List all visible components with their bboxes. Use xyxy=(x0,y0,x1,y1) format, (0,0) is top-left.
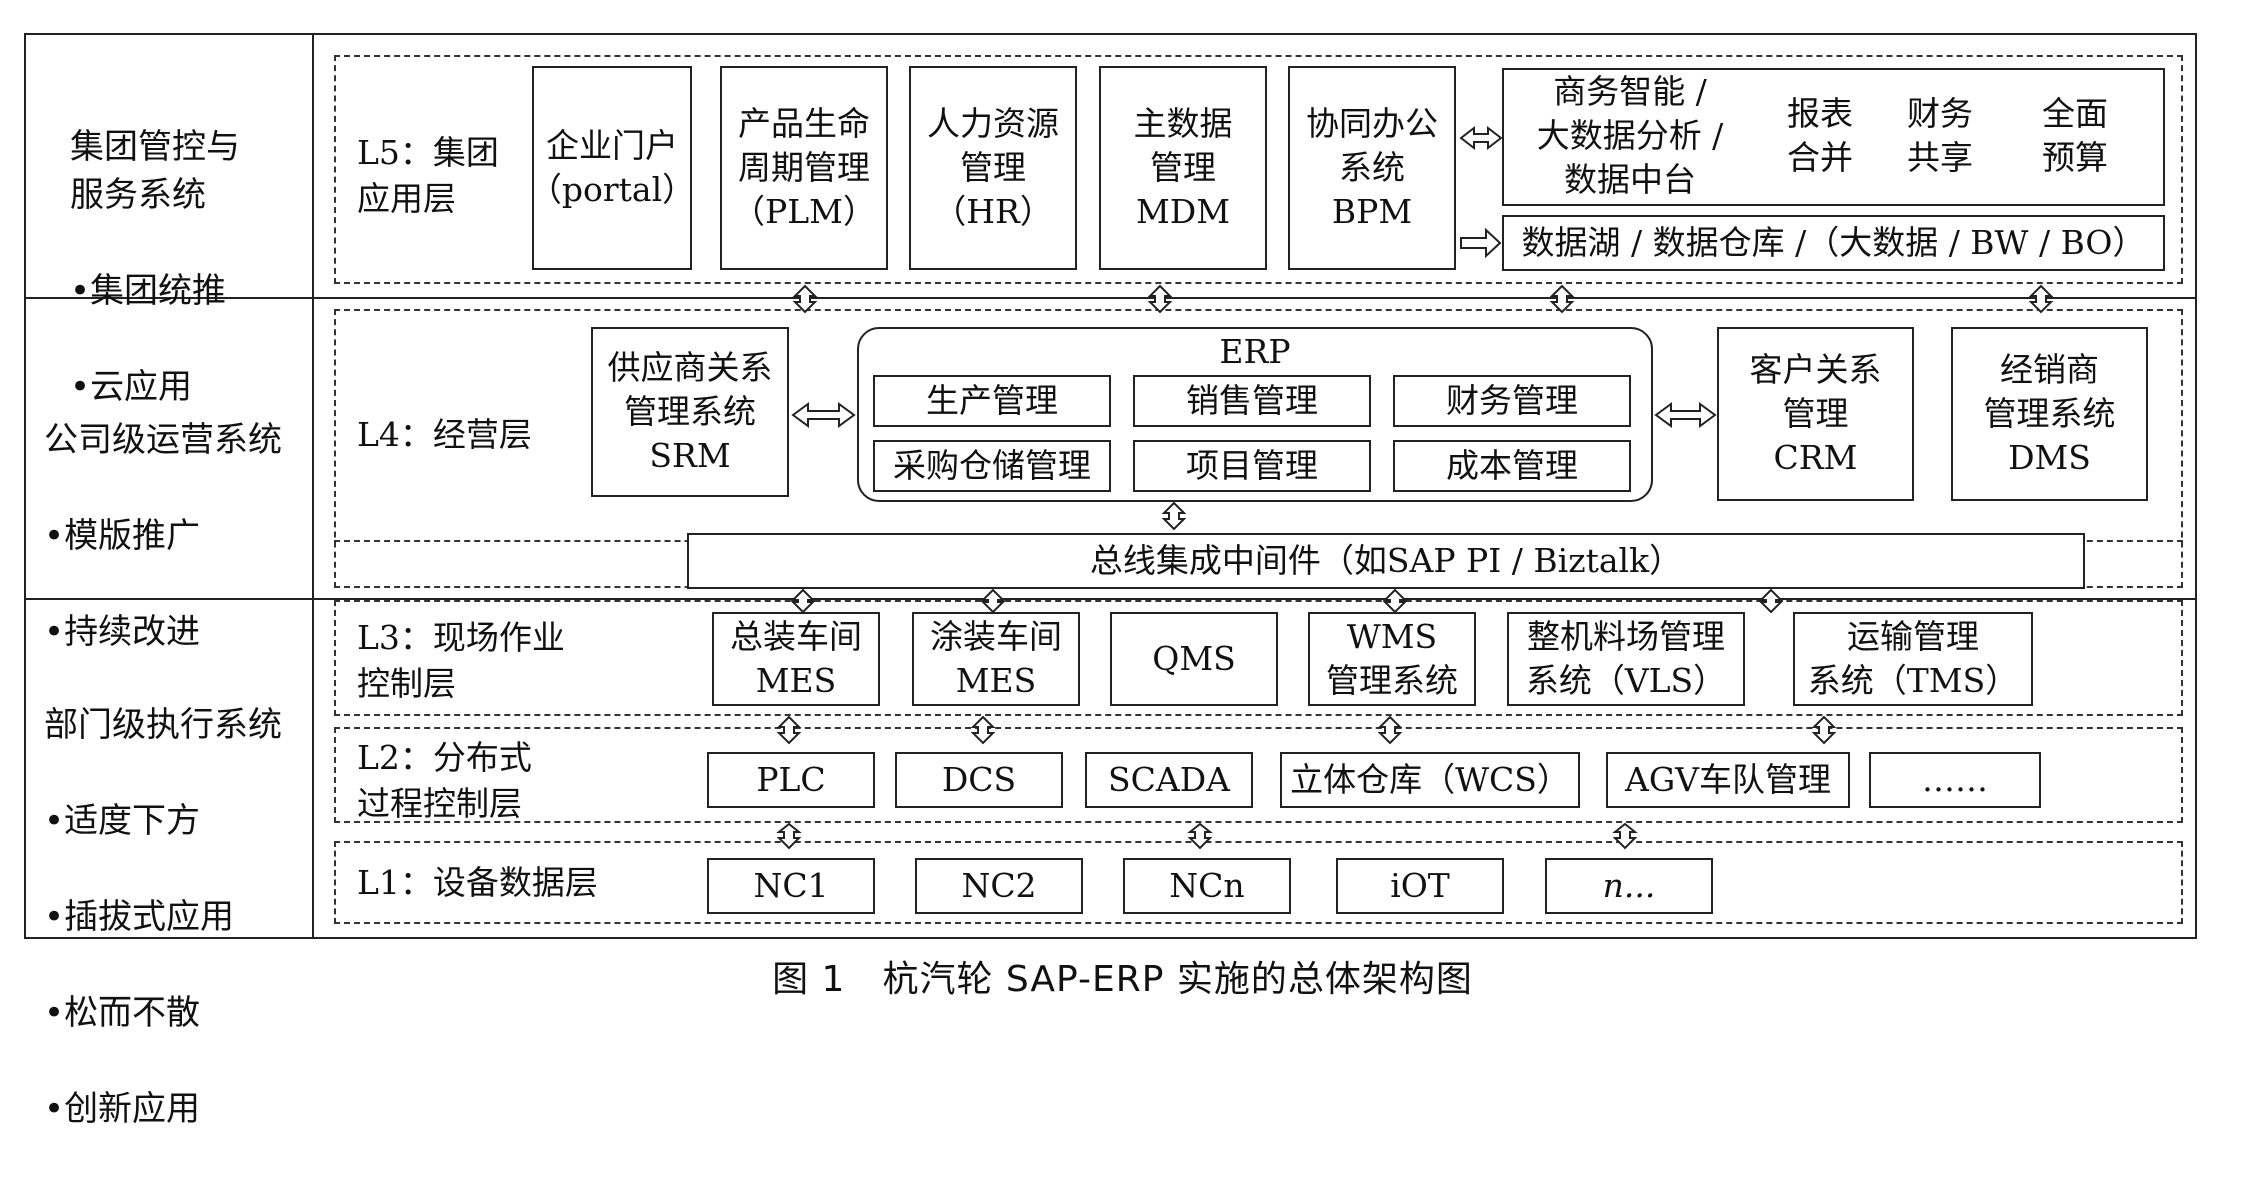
category-bullet: •模版推广 xyxy=(44,516,201,556)
row-divider-2 xyxy=(24,598,2197,600)
mdm-box: 主数据 管理 MDM xyxy=(1099,66,1267,270)
bi-box xyxy=(1502,68,2165,206)
layer-l5-frame xyxy=(334,55,2183,284)
architecture-frame xyxy=(24,33,2197,939)
mes-painting-box: 涂装车间 MES xyxy=(912,612,1080,706)
dms-box: 经销商 管理系统 DMS xyxy=(1951,327,2148,501)
category-group: 集团管控与 服务系统 •集团统推 •云应用 xyxy=(70,75,310,459)
erp-module: 项目管理 xyxy=(1133,440,1371,492)
more-box: …… xyxy=(1869,752,2041,808)
layer-l4-label: L4：经营层 xyxy=(357,415,532,454)
nc2-box: NC2 xyxy=(915,858,1083,914)
qms-box: QMS xyxy=(1110,612,1278,706)
layer-l1-label: L1：设备数据层 xyxy=(357,863,598,902)
connector-layer xyxy=(776,125,2054,850)
layer-l2-frame xyxy=(334,727,2183,823)
double-arrow-icon xyxy=(1654,402,1717,428)
layer-l3-frame xyxy=(334,600,2183,716)
bus-middleware-box: 总线集成中间件（如SAP PI / Biztalk） xyxy=(687,533,2085,589)
layer-l5-label: L5：集团 应用层 xyxy=(357,133,499,218)
tms-box: 运输管理 系统（TMS） xyxy=(1793,612,2033,706)
ncn-box: NCn xyxy=(1123,858,1291,914)
scada-box: SCADA xyxy=(1085,752,1253,808)
erp-module: 销售管理 xyxy=(1133,375,1371,427)
wcs-box: 立体仓库（WCS） xyxy=(1280,752,1580,808)
right-arrow-icon xyxy=(1460,227,1502,259)
vertical-double-arrow-icons xyxy=(776,284,2054,850)
category-divider xyxy=(312,33,314,939)
category-company: 公司级运营系统 •模版推广 •持续改进 xyxy=(44,368,310,704)
wms-box: WMS 管理系统 xyxy=(1308,612,1476,706)
hr-box: 人力资源 管理 （HR） xyxy=(909,66,1077,270)
erp-module: 财务管理 xyxy=(1393,375,1631,427)
erp-module: 采购仓储管理 xyxy=(873,440,1111,492)
row-divider-1 xyxy=(24,297,2197,299)
category-title: 集团管控与 服务系统 xyxy=(70,127,240,215)
bi-item-budget: 全面 预算 xyxy=(2042,94,2108,177)
layer-l3-label: L3：现场作业 控制层 xyxy=(357,618,565,703)
mes-assembly-box: 总装车间 MES xyxy=(712,612,880,706)
category-bullet: •集团统推 xyxy=(70,271,227,311)
bpm-box: 协同办公 系统 BPM xyxy=(1288,66,1456,270)
category-bullet: •适度下方 xyxy=(44,801,201,841)
category-bullet: •创新应用 xyxy=(44,1089,201,1129)
nc1-box: NC1 xyxy=(707,858,875,914)
layer-l1-frame xyxy=(334,841,2183,924)
erp-module: 生产管理 xyxy=(873,375,1111,427)
agv-box: AGV车队管理 xyxy=(1606,752,1850,808)
n-more-box: n... xyxy=(1545,858,1713,914)
figure-caption: 图 1 杭汽轮 SAP-ERP 实施的总体架构图 xyxy=(772,959,1473,1000)
double-arrow-icon xyxy=(1459,125,1503,151)
erp-module: 成本管理 xyxy=(1393,440,1631,492)
iot-box: iOT xyxy=(1336,858,1504,914)
double-arrow-icon xyxy=(791,402,856,428)
erp-title: ERP xyxy=(1219,332,1291,371)
bi-item-report: 报表 合并 xyxy=(1787,94,1853,177)
category-bullet: •持续改进 xyxy=(44,612,201,652)
crm-box: 客户关系 管理 CRM xyxy=(1717,327,1914,501)
plc-box: PLC xyxy=(707,752,875,808)
bi-item-finance: 财务 共享 xyxy=(1907,94,1973,177)
datalake-box: 数据湖 / 数据仓库 /（大数据 / BW / BO） xyxy=(1502,215,2165,271)
dcs-box: DCS xyxy=(895,752,1063,808)
category-bullet: •插拔式应用 xyxy=(44,897,235,937)
category-title: 部门级执行系统 xyxy=(44,705,282,745)
plm-box: 产品生命 周期管理 （PLM） xyxy=(720,66,888,270)
category-title: 公司级运营系统 xyxy=(44,420,282,460)
vls-box: 整机料场管理 系统（VLS） xyxy=(1507,612,1745,706)
portal-box: 企业门户 （portal） xyxy=(529,66,695,270)
layer-l2-label: L2：分布式 过程控制层 xyxy=(357,738,532,823)
srm-box: 供应商关系 管理系统 SRM xyxy=(591,327,789,497)
bi-main-label: 商务智能 / 大数据分析 / 数据中台 xyxy=(1536,72,1724,199)
category-bullet: •云应用 xyxy=(70,367,193,407)
